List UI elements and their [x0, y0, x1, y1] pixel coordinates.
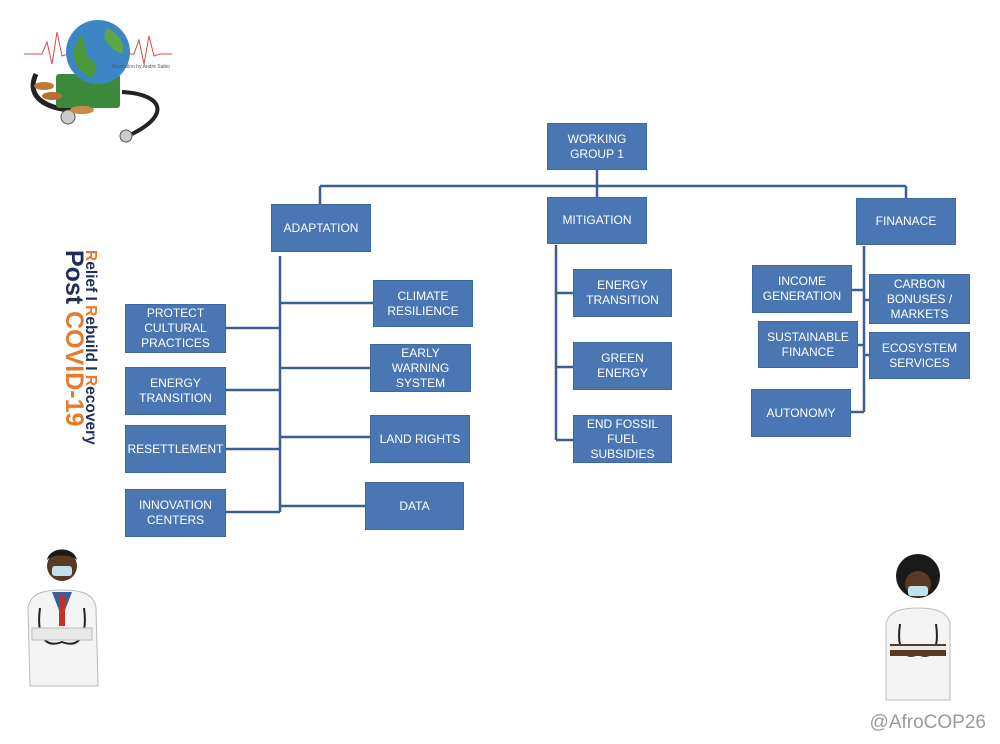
autonomy-node: AUTONOMY: [751, 389, 851, 437]
female-doctor-illustration: [878, 552, 958, 702]
energy-transition-mitigation-node: ENERGY TRANSITION: [573, 269, 672, 317]
root-node: WORKING GROUP 1: [547, 123, 647, 170]
climate-resilience-node: CLIMATE RESILIENCE: [373, 280, 473, 327]
end-fossil-fuel-subsidies-node: END FOSSIL FUEL SUBSIDIES: [573, 415, 672, 463]
globe-stethoscope-logo: Illustration by Andre Sabio: [22, 14, 174, 144]
land-rights-node: LAND RIGHTS: [370, 415, 470, 463]
carbon-bonuses-markets-node: CARBON BONUSES / MARKETS: [869, 274, 970, 324]
data-node: DATA: [365, 482, 464, 530]
logo-caption: Illustration by Andre Sabio: [112, 64, 170, 70]
resettlement-node: RESETTLEMENT: [125, 425, 226, 473]
post-covid-title: Post COVID-19 Relief I Rebuild I Recover…: [40, 250, 100, 480]
innovation-centers-node: INNOVATION CENTERS: [125, 489, 226, 537]
income-generation-node: INCOME GENERATION: [752, 265, 852, 313]
title-line2: Relief I Rebuild I Recovery: [82, 250, 99, 445]
adaptation-node: ADAPTATION: [271, 204, 371, 252]
male-doctor-illustration: [22, 538, 102, 688]
green-energy-node: GREEN ENERGY: [573, 342, 672, 390]
sustainable-finance-node: SUSTAINABLE FINANCE: [758, 321, 858, 368]
ecosystem-services-node: ECOSYSTEM SERVICES: [869, 332, 970, 379]
energy-transition-adaptation-node: ENERGY TRANSITION: [125, 367, 226, 415]
protect-cultural-practices-node: PROTECT CULTURAL PRACTICES: [125, 304, 226, 353]
early-warning-system-node: EARLY WARNING SYSTEM: [370, 344, 471, 392]
finance-node: FINANACE: [856, 198, 956, 245]
twitter-handle: @AfroCOP26: [870, 712, 986, 734]
mitigation-node: MITIGATION: [547, 197, 647, 244]
